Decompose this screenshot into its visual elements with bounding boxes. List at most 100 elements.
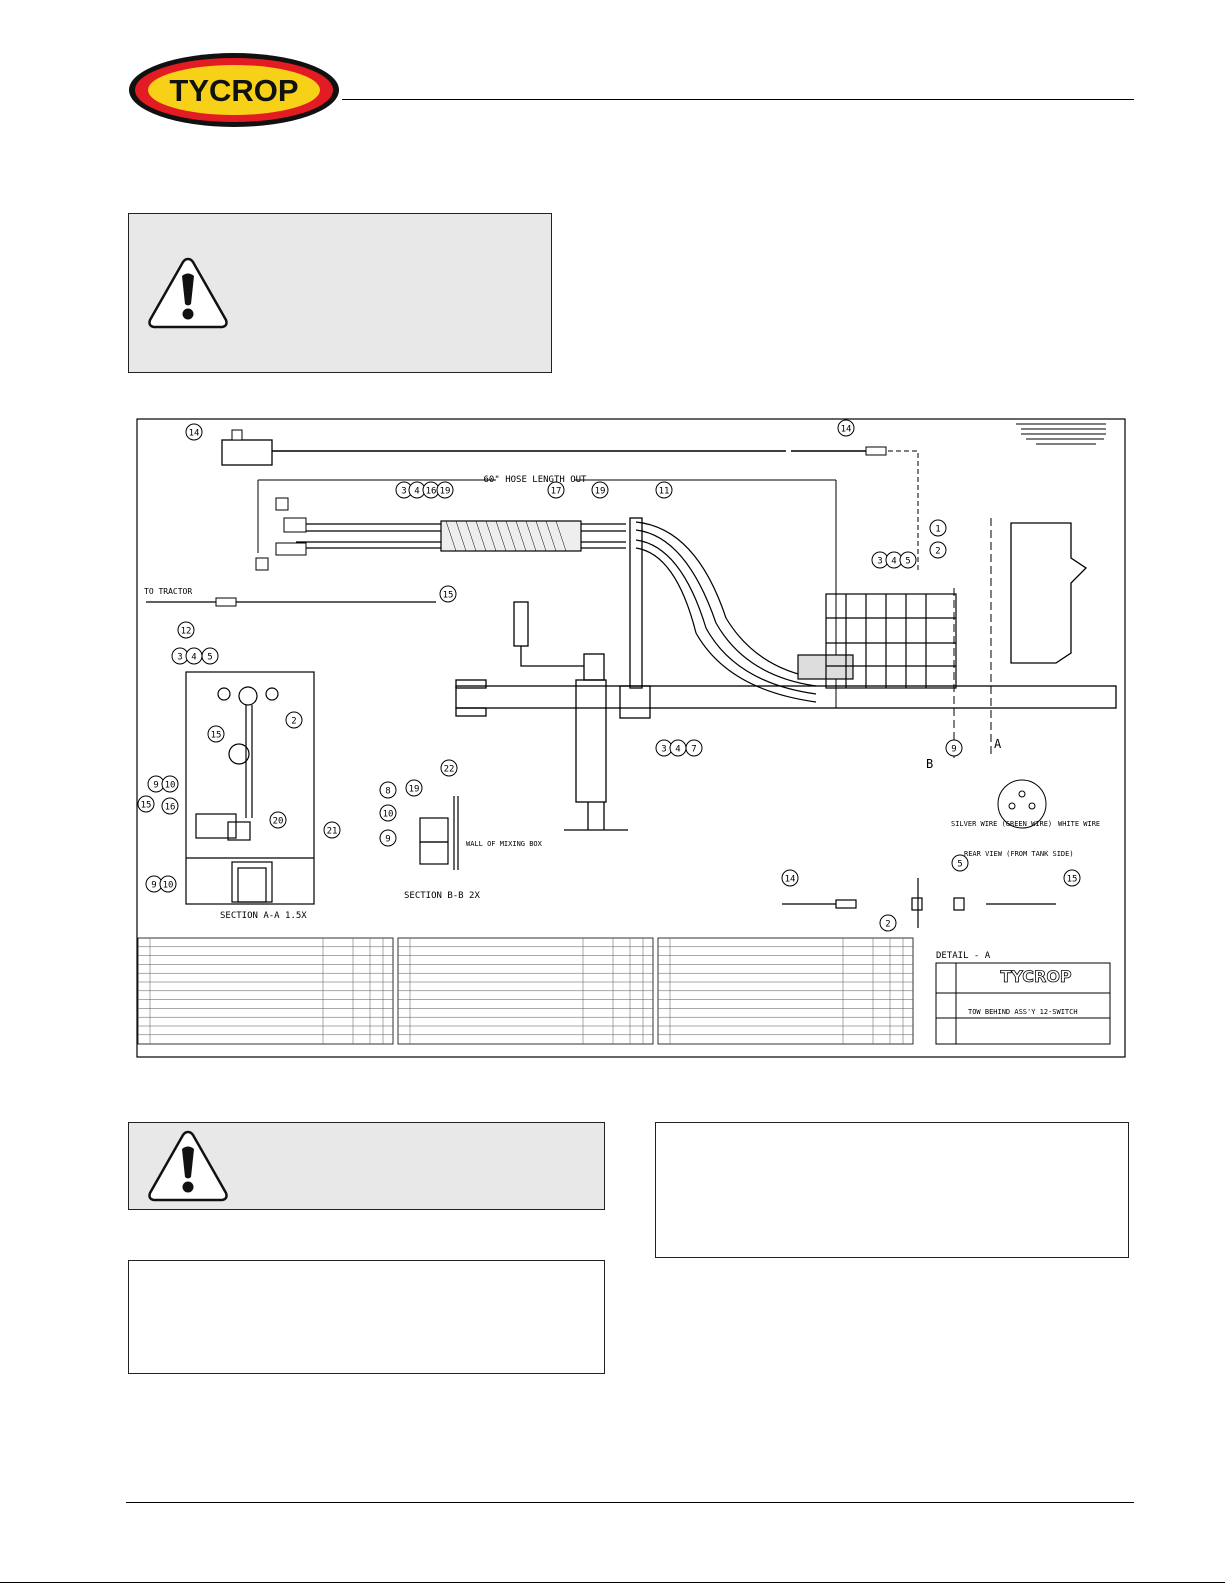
- callout-balloon: [951, 854, 969, 872]
- hydraulic-assembly-drawing: 60" HOSE LENGTH OUT TO TRACTOR: [136, 418, 1126, 1058]
- callout-balloon: [547, 481, 565, 499]
- hose-length-label: 60" HOSE LENGTH OUT: [484, 475, 588, 485]
- hose-braid: [445, 520, 567, 552]
- callout-number: 10: [165, 781, 176, 791]
- callout-number: 3: [661, 745, 666, 755]
- callout-balloon: [285, 711, 303, 729]
- callout-number: 11: [659, 487, 670, 497]
- section-bb-view: [419, 796, 459, 870]
- callout-number: 3: [177, 653, 182, 663]
- callout-number: 15: [211, 731, 222, 741]
- callout-number: 8: [385, 787, 390, 797]
- detail-a-parts: [782, 878, 1056, 928]
- callout-balloon: [137, 795, 155, 813]
- callout-balloon: [405, 779, 423, 797]
- section-aa-view: [185, 671, 315, 905]
- callout-number: 5: [207, 653, 212, 663]
- callout-balloon: [269, 811, 287, 829]
- page-bottom-rule: [0, 1582, 1225, 1583]
- title-block-logo: TYCROP: [1000, 967, 1072, 986]
- callout-number: 1: [935, 525, 940, 535]
- footer-rule: [126, 1502, 1134, 1503]
- callout-balloon: [436, 481, 454, 499]
- connector-rear-view: [997, 779, 1047, 829]
- callout-balloon: [323, 821, 341, 839]
- section-b-marker: B: [926, 757, 933, 771]
- callout-number: 20: [273, 817, 284, 827]
- callout-number: 17: [551, 487, 562, 497]
- callout-number: 19: [409, 785, 420, 795]
- callout-number: 12: [181, 627, 192, 637]
- callout-balloon: [591, 481, 609, 499]
- drawing-notes: [1016, 423, 1106, 445]
- callout-balloon: [161, 797, 179, 815]
- white-wire-label: WHITE WIRE: [1058, 820, 1100, 828]
- callout-balloon: [879, 914, 897, 932]
- tycrop-logo: TYCROP: [129, 53, 339, 127]
- callout-number: 10: [163, 881, 174, 891]
- callout-number: 9: [951, 745, 956, 755]
- callout-balloon: [379, 804, 397, 822]
- callout-balloon: [781, 869, 799, 887]
- callout-number: 4: [675, 745, 680, 755]
- callout-number: 5: [957, 860, 962, 870]
- callout-number: 14: [189, 429, 200, 439]
- section-aa-label: SECTION A-A 1.5X: [220, 911, 307, 921]
- callout-balloon: [207, 725, 225, 743]
- callout-number: 9: [151, 881, 156, 891]
- callout-balloon: [161, 775, 179, 793]
- callout-number: 22: [444, 765, 455, 775]
- callout-balloon: [177, 621, 195, 639]
- callout-number: 2: [885, 920, 890, 930]
- callout-number: 15: [1067, 875, 1078, 885]
- tank-wall: [1010, 522, 1088, 664]
- note-box-left: [128, 1260, 605, 1374]
- callout-number: 9: [385, 835, 390, 845]
- switch-box: [221, 439, 273, 466]
- header-rule: [342, 99, 1134, 100]
- warning-triangle-icon: [148, 257, 228, 329]
- callout-balloon: [201, 647, 219, 665]
- callout-number: 10: [383, 810, 394, 820]
- logo-text: TYCROP: [169, 73, 298, 108]
- callout-number: 4: [414, 487, 419, 497]
- title-block: [935, 962, 1111, 1045]
- note-box-right: [655, 1122, 1129, 1258]
- callout-balloon: [379, 829, 397, 847]
- callout-number: 5: [905, 557, 910, 567]
- callout-balloon: [440, 759, 458, 777]
- callout-balloon: [1063, 869, 1081, 887]
- to-tractor-label: TO TRACTOR: [144, 587, 192, 596]
- callout-balloon: [837, 419, 855, 437]
- warning-box-top: [128, 213, 552, 373]
- callout-number: 14: [785, 875, 796, 885]
- callout-number: 2: [935, 547, 940, 557]
- detail-a-label: DETAIL - A: [936, 951, 991, 961]
- callout-number: 16: [426, 487, 437, 497]
- callout-number: 16: [165, 803, 176, 813]
- frame: [455, 517, 1117, 831]
- callout-balloon: [655, 481, 673, 499]
- callout-balloon: [945, 739, 963, 757]
- callout-number: 14: [841, 425, 852, 435]
- callout-number: 9: [153, 781, 158, 791]
- rear-view-label: REAR VIEW (FROM TANK SIDE): [964, 850, 1074, 858]
- section-a-marker: A: [994, 737, 1002, 751]
- callout-number: 21: [327, 827, 338, 837]
- callout-balloon: [899, 551, 917, 569]
- mixing-box: [825, 593, 957, 689]
- drawing-title: TOW BEHIND ASS'Y 12-SWITCH: [968, 1008, 1078, 1016]
- callout-number: 19: [595, 487, 606, 497]
- silver-wire-label: SILVER WIRE (GREEN WIRE): [951, 820, 1052, 828]
- callout-number: 4: [891, 557, 896, 567]
- callout-number: 3: [877, 557, 882, 567]
- callout-balloon: [929, 519, 947, 537]
- warning-box-bottom: [128, 1122, 605, 1210]
- callout-number: 15: [141, 801, 152, 811]
- warning-triangle-icon: [148, 1130, 228, 1202]
- callout-number: 4: [191, 653, 196, 663]
- callout-balloon: [379, 781, 397, 799]
- callout-balloon: [439, 585, 457, 603]
- wall-label: WALL OF MIXING BOX: [466, 840, 543, 848]
